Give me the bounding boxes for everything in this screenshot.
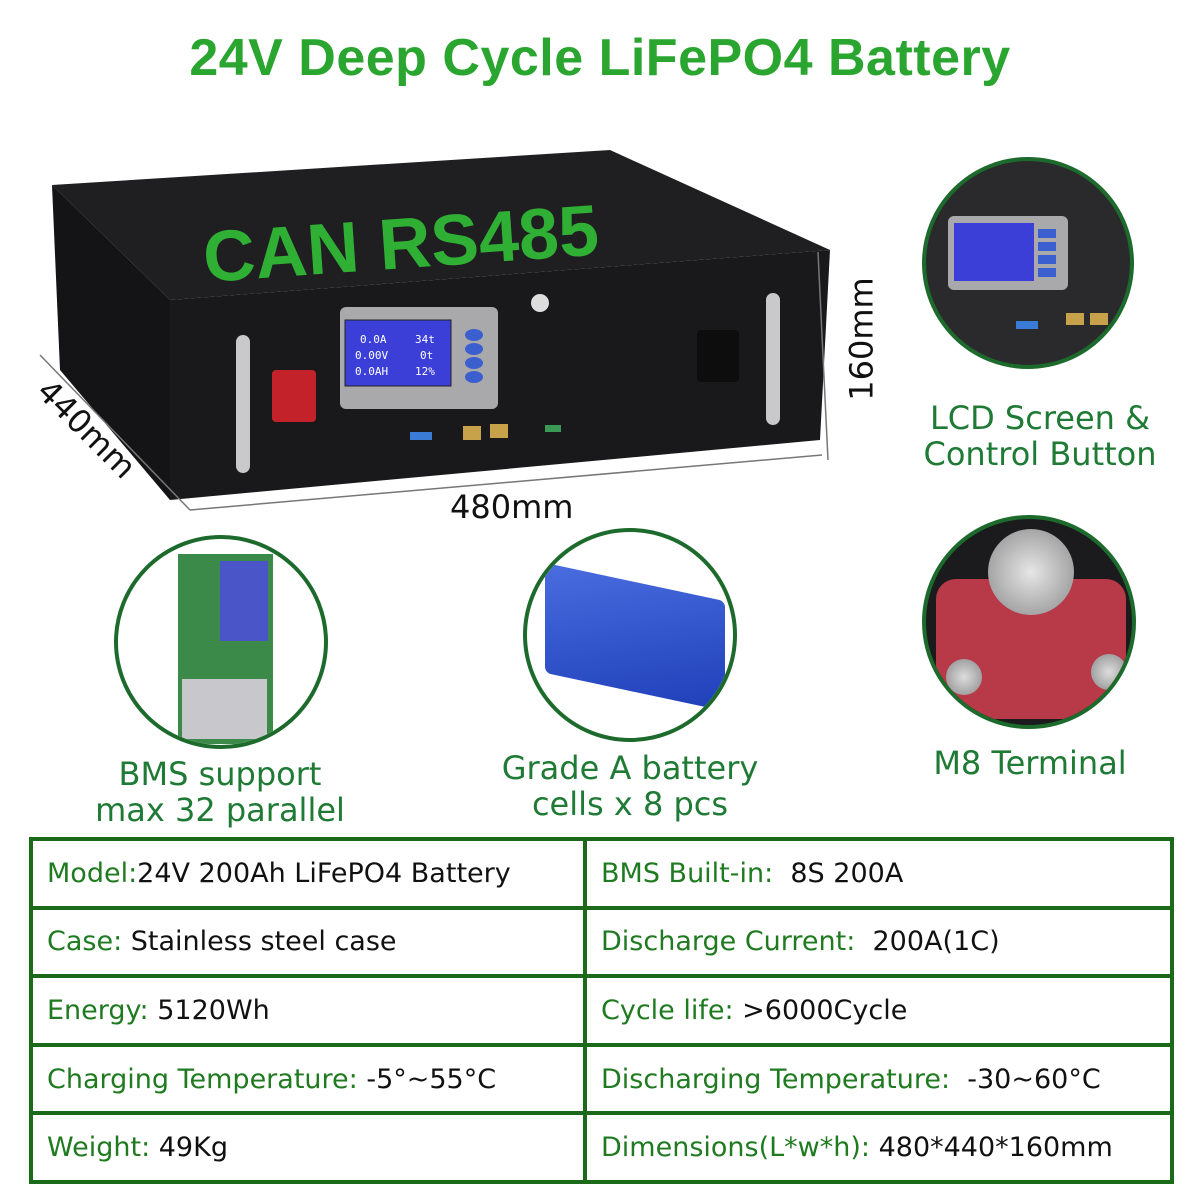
lcd-button <box>465 329 483 341</box>
spec-table: Model:24V 200Ah LiFePO4 Battery BMS Buil… <box>29 837 1174 1184</box>
spec-value: -30~60°C <box>950 1063 1101 1095</box>
spec-label: Discharge Current: <box>601 926 856 958</box>
spec-value: 8S 200A <box>773 857 904 889</box>
spec-label: Discharging Temperature: <box>601 1063 951 1095</box>
spec-value: >6000Cycle <box>733 994 908 1026</box>
dip-switch <box>410 432 432 440</box>
spec-value: 24V 200Ah LiFePO4 Battery <box>137 857 511 889</box>
black-terminal <box>697 330 739 382</box>
spec-value: Stainless steel case <box>122 926 397 958</box>
spec-label: Energy: <box>47 994 149 1026</box>
left-handle <box>236 335 250 473</box>
lcd-closeup-image <box>922 157 1134 369</box>
spec-value: 49Kg <box>150 1132 228 1164</box>
m8-terminal-image <box>922 515 1136 729</box>
svg-text:0.0AH: 0.0AH <box>355 365 388 378</box>
red-terminal <box>272 370 316 422</box>
lcd-caption: LCD Screen & Control Button <box>923 399 1157 473</box>
rj45-port <box>490 424 508 438</box>
table-row: Model:24V 200Ah LiFePO4 Battery BMS Buil… <box>29 837 1174 910</box>
bms-board-image <box>114 535 328 749</box>
table-row: Case: Stainless steel case Discharge Cur… <box>29 905 1174 979</box>
lcd-button <box>465 357 483 369</box>
spec-label: Charging Temperature: <box>47 1063 358 1095</box>
spec-label: Case: <box>47 926 123 958</box>
height-dimension: 160mm <box>842 277 881 401</box>
cells-caption: Grade A battery cells x 8 pcs <box>501 749 759 823</box>
table-row: Charging Temperature: -5°~55°C Dischargi… <box>29 1042 1174 1116</box>
spec-label: BMS Built-in: <box>601 857 774 889</box>
svg-text:0t: 0t <box>420 349 433 362</box>
bms-caption: BMS support max 32 parallel <box>95 755 345 829</box>
lcd-screen <box>344 319 452 387</box>
power-switch <box>531 294 549 312</box>
lcd-button <box>465 371 483 383</box>
width-dimension: 480mm <box>450 488 574 526</box>
spec-value: 5120Wh <box>148 994 270 1026</box>
svg-text:0.0A: 0.0A <box>360 333 387 346</box>
terminal-caption: M8 Terminal <box>933 744 1127 782</box>
battery-side <box>52 185 170 500</box>
spec-value: 200A(1C) <box>855 926 1000 958</box>
lcd-button <box>465 343 483 355</box>
battery-front <box>170 250 830 500</box>
svg-text:0.00V: 0.00V <box>355 349 388 362</box>
spec-label: Model: <box>47 857 138 889</box>
svg-text:34t: 34t <box>415 333 435 346</box>
rj45-port <box>463 426 481 440</box>
table-row: Energy: 5120Wh Cycle life: >6000Cycle <box>29 974 1174 1047</box>
spec-value: 480*440*160mm <box>870 1132 1113 1164</box>
spec-value: -5°~55°C <box>357 1063 497 1095</box>
battery-top <box>52 150 830 300</box>
svg-text:12%: 12% <box>415 365 435 378</box>
spec-label: Cycle life: <box>601 994 734 1026</box>
spec-label: Weight: <box>47 1132 151 1164</box>
table-row: Weight: 49Kg Dimensions(L*w*h): 480*440*… <box>29 1111 1174 1184</box>
spec-label: Dimensions(L*w*h): <box>601 1132 870 1164</box>
battery-cell-image <box>523 528 737 742</box>
page-title: 24V Deep Cycle LiFePO4 Battery <box>189 29 1011 87</box>
terminal-block <box>545 425 561 432</box>
right-handle <box>766 293 780 425</box>
